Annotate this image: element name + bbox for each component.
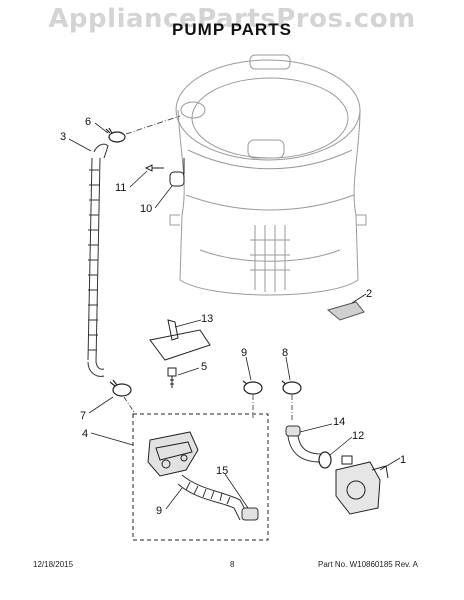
callout-12: 12 — [352, 430, 364, 442]
page-title: PUMP PARTS — [172, 20, 292, 39]
hose-14 — [285, 425, 323, 463]
shield-13 — [149, 319, 211, 361]
callout-10: 10 — [140, 203, 152, 215]
drain-hose-3 — [87, 143, 109, 377]
callout-13: 13 — [201, 313, 213, 325]
watermark-text: AppliancePartsPros.com — [48, 4, 416, 34]
hose-clamp-12 — [318, 451, 332, 469]
pump-hose-9 — [177, 474, 259, 521]
drain-pump-1 — [335, 455, 389, 515]
callout-6: 6 — [85, 116, 91, 128]
pump-assembly-box — [132, 413, 269, 541]
callout-1: 1 — [400, 454, 406, 466]
callout-15: 15 — [216, 465, 228, 477]
footer-part-number: Part No. W10860185 Rev. A — [318, 560, 418, 569]
bracket-10 — [169, 158, 185, 187]
hose-clamp-7 — [109, 379, 132, 397]
pad-2 — [326, 301, 365, 321]
callout-11: 11 — [115, 182, 126, 194]
footer-date: 12/18/2015 — [33, 560, 74, 569]
callout-9-top: 9 — [241, 347, 247, 359]
screw-11 — [144, 164, 164, 172]
callout-5: 5 — [201, 361, 207, 373]
hose-clamp-8 — [281, 380, 302, 395]
hose-clamp-9 — [242, 380, 263, 395]
hose-clamp-6 — [105, 127, 126, 143]
leader-lines — [68, 122, 401, 510]
tub-illustration — [169, 54, 367, 296]
callout-7: 7 — [80, 410, 86, 422]
callout-2: 2 — [366, 288, 372, 300]
callout-3: 3 — [60, 131, 66, 143]
callout-14: 14 — [333, 416, 345, 428]
callout-9-bottom: 9 — [156, 505, 162, 517]
callout-4: 4 — [82, 428, 88, 440]
assembly-guideline — [125, 115, 181, 135]
footer-page-number: 8 — [230, 560, 235, 569]
callout-8: 8 — [282, 347, 288, 359]
pump-assembly-4 — [147, 431, 199, 477]
assembly-guideline-7 — [123, 396, 135, 413]
screw-5 — [167, 367, 177, 388]
